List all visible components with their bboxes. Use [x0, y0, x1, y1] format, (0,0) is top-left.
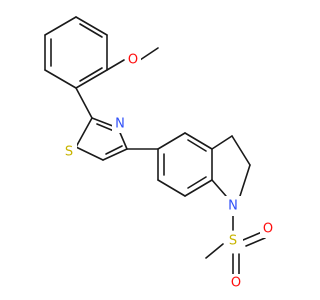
label-mask — [112, 115, 128, 133]
methoxy-oxygen-label: O — [128, 53, 138, 68]
bond — [75, 146, 104, 161]
label-mask — [260, 220, 276, 238]
label-mask — [225, 231, 243, 251]
bond — [211, 135, 233, 150]
bond-double-inner — [96, 123, 115, 132]
bond-double-inner — [187, 139, 207, 152]
sulfonyl-oxygen-bottom-label: O — [231, 276, 241, 291]
thiazole-nitrogen-label: N — [115, 117, 125, 132]
thiazole-sulfur-label: S — [65, 145, 73, 160]
bond-double-inner — [105, 145, 123, 155]
label-mask — [125, 51, 141, 69]
molecule-structure: O S N N S O O — [44, 16, 276, 292]
methoxyphenyl-ring — [44, 16, 108, 89]
indoline-nitrogen-label: N — [228, 199, 238, 214]
label-mask — [228, 274, 244, 292]
methylsulfonyl-group — [205, 213, 266, 275]
indoline-benzene-ring — [157, 132, 213, 197]
bond-double-inner — [187, 176, 207, 189]
bond — [44, 69, 77, 89]
bond — [157, 132, 186, 150]
bond — [102, 148, 128, 161]
bond — [75, 69, 108, 89]
label-mask — [61, 143, 77, 161]
bond — [75, 117, 93, 148]
bond-double-inner — [79, 67, 103, 82]
bond — [184, 179, 213, 197]
atom-labels: O S N N S O O — [61, 51, 276, 292]
bond — [184, 132, 213, 150]
sulfonyl-sulfur-label: S — [229, 234, 237, 249]
bond — [44, 16, 77, 36]
bond — [157, 179, 186, 197]
methoxy-group — [106, 47, 159, 71]
bond — [205, 243, 224, 259]
bond — [139, 47, 159, 61]
molecule-canvas: O S N N S O O — [44, 16, 276, 292]
bond-double — [242, 231, 263, 241]
bond — [231, 135, 251, 166]
indoline-pyrrolidine-ring — [211, 135, 251, 197]
bond — [75, 16, 108, 36]
bond — [106, 59, 125, 71]
label-mask — [225, 196, 243, 216]
sulfonyl-oxygen-right-label: O — [263, 222, 273, 237]
bond — [239, 164, 251, 197]
bond — [75, 87, 93, 119]
bond-double — [245, 237, 266, 247]
bond-double-inner — [79, 23, 103, 38]
bond — [211, 179, 227, 197]
